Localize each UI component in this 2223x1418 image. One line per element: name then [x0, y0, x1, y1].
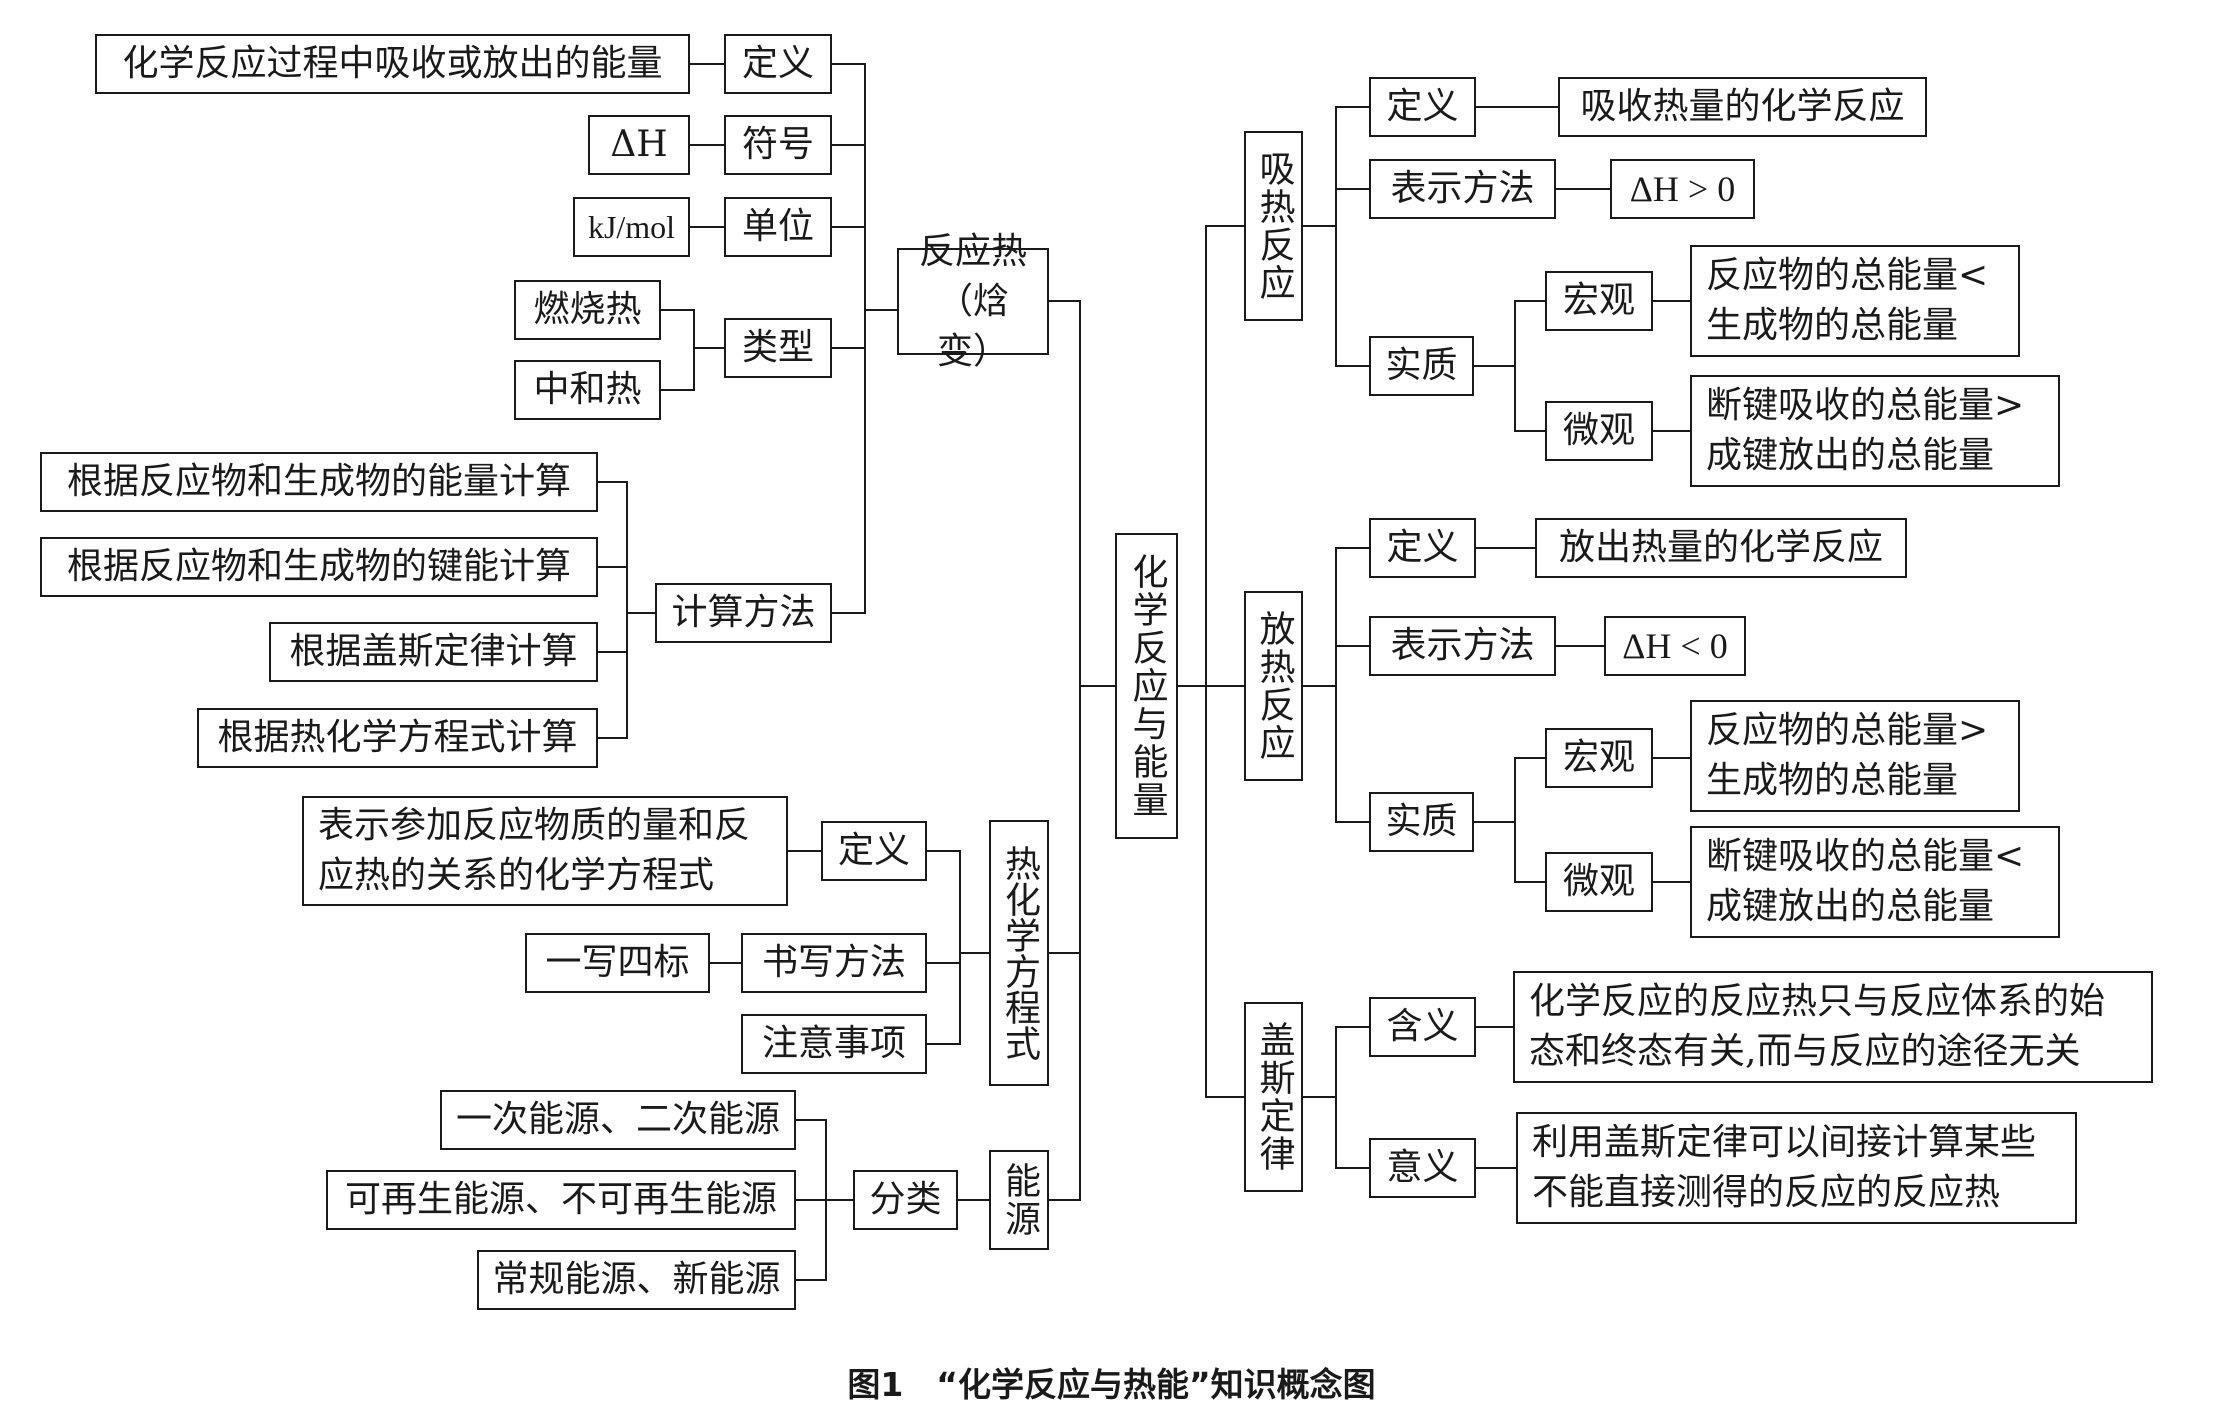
- exo-macro-key: 宏观: [1545, 728, 1653, 788]
- rh-symbol-key: 符号: [724, 115, 832, 175]
- rh-definition-key: 定义: [724, 34, 832, 94]
- rh-symbol-value: ΔH: [588, 115, 690, 175]
- exo-micro-value: 断键吸收的总能量< 成键放出的总能量: [1690, 826, 2060, 938]
- rh-unit-key: 单位: [724, 197, 832, 257]
- exo-essence-key: 实质: [1369, 792, 1474, 852]
- hess-significance-value: 利用盖斯定律可以间接计算某些 不能直接测得的反应的反应热: [1516, 1112, 2077, 1224]
- exo-notation-value: ΔH < 0: [1604, 616, 1746, 676]
- endo-essence-key: 实质: [1369, 336, 1474, 396]
- thermo-equation-node: 热化学方程式: [989, 820, 1049, 1086]
- endo-micro-key: 微观: [1545, 401, 1653, 461]
- endo-notation-value: ΔH > 0: [1610, 159, 1755, 219]
- hess-significance-key: 意义: [1369, 1138, 1476, 1198]
- rh-calc-item: 根据热化学方程式计算: [197, 708, 598, 768]
- rh-types-key: 类型: [724, 318, 832, 378]
- hess-law-node: 盖斯定律: [1244, 1002, 1303, 1192]
- exo-definition-key: 定义: [1369, 518, 1476, 578]
- hess-meaning-key: 含义: [1369, 997, 1476, 1057]
- te-writing-key: 书写方法: [741, 933, 927, 993]
- reaction-heat-node: 反应热 （焓变）: [897, 231, 1049, 372]
- es-class-item: 常规能源、新能源: [477, 1250, 796, 1310]
- rh-calc-item: 根据盖斯定律计算: [269, 622, 598, 682]
- rh-unit-value: kJ/mol: [573, 197, 690, 257]
- exo-definition-value: 放出热量的化学反应: [1535, 518, 1907, 578]
- exo-macro-value: 反应物的总能量> 生成物的总能量: [1690, 700, 2020, 812]
- endo-macro-value: 反应物的总能量< 生成物的总能量: [1690, 245, 2020, 357]
- endo-micro-value: 断键吸收的总能量> 成键放出的总能量: [1690, 375, 2060, 487]
- te-definition-value: 表示参加反应物质的量和反 应热的关系的化学方程式: [302, 796, 788, 906]
- root-node: 化学反应与能量: [1115, 533, 1178, 839]
- rh-calc-key: 计算方法: [655, 583, 832, 643]
- exo-notation-key: 表示方法: [1369, 616, 1556, 676]
- rh-calc-item: 根据反应物和生成物的键能计算: [40, 537, 598, 597]
- te-writing-value: 一写四标: [525, 933, 710, 993]
- exo-micro-key: 微观: [1545, 852, 1653, 912]
- exothermic-node: 放热反应: [1244, 591, 1303, 781]
- rh-definition-value: 化学反应过程中吸收或放出的能量: [95, 34, 690, 94]
- te-notes-key: 注意事项: [741, 1014, 927, 1074]
- figure-caption: 图1 “化学反应与热能”知识概念图: [847, 1365, 1376, 1404]
- endothermic-node: 吸热反应: [1244, 131, 1303, 321]
- endo-notation-key: 表示方法: [1369, 159, 1556, 219]
- endo-macro-key: 宏观: [1545, 271, 1653, 331]
- es-class-item: 一次能源、二次能源: [440, 1090, 796, 1150]
- rh-calc-item: 根据反应物和生成物的能量计算: [40, 452, 598, 512]
- es-class-key: 分类: [853, 1170, 958, 1230]
- hess-meaning-value: 化学反应的反应热只与反应体系的始 态和终态有关,而与反应的途径无关: [1513, 971, 2153, 1083]
- rh-type-item: 燃烧热: [514, 280, 661, 340]
- endo-definition-value: 吸收热量的化学反应: [1558, 77, 1927, 137]
- rh-type-item: 中和热: [514, 360, 661, 420]
- es-class-item: 可再生能源、不可再生能源: [326, 1170, 796, 1230]
- energy-source-node: 能源: [989, 1150, 1049, 1250]
- endo-definition-key: 定义: [1369, 77, 1476, 137]
- te-definition-key: 定义: [821, 821, 927, 881]
